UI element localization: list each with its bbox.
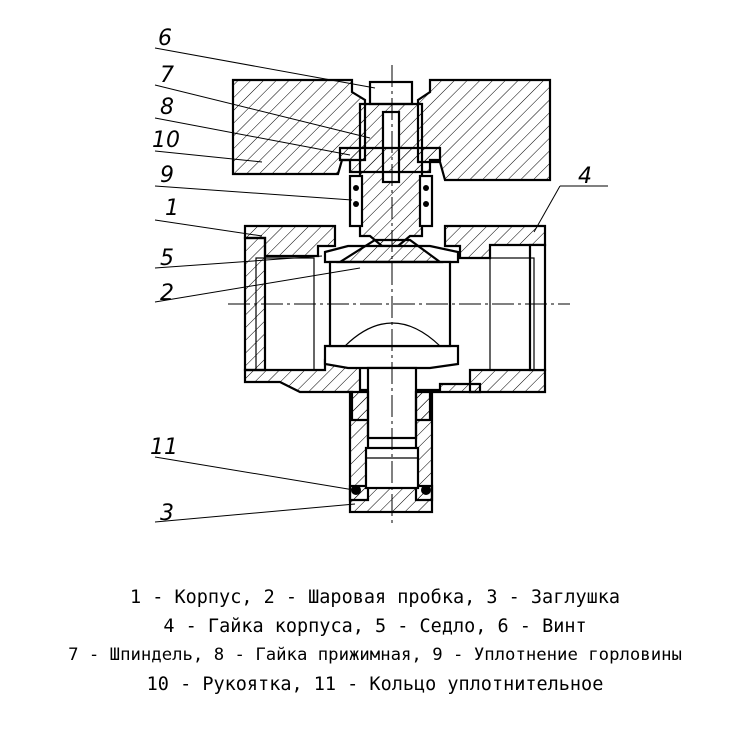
legend-line-1: 1 - Корпус, 2 - Шаровая пробка, 3 - Загл… bbox=[129, 587, 621, 608]
ball-plug-dome-top bbox=[336, 238, 444, 264]
o-ring-right bbox=[421, 485, 431, 495]
body-nut-right-wall bbox=[528, 243, 547, 372]
o-ring-left bbox=[351, 485, 361, 495]
callout-5: 5 bbox=[160, 246, 174, 271]
legend-line-2: 4 - Гайка корпуса, 5 - Седло, 6 - Винт bbox=[163, 616, 587, 637]
callout-9: 9 bbox=[160, 163, 174, 188]
left-thread-bore bbox=[255, 257, 315, 371]
callout-1: 1 bbox=[165, 196, 179, 221]
body-nut-lower bbox=[468, 368, 547, 394]
handle-part-right bbox=[416, 78, 552, 182]
callout-6: 6 bbox=[158, 26, 172, 51]
screw-head bbox=[368, 80, 414, 106]
legend-line-4: 10 - Рукоятка, 11 - Кольцо уплотнительно… bbox=[146, 674, 604, 695]
ball-plug-bore bbox=[328, 260, 452, 348]
callout-3: 3 bbox=[160, 501, 174, 526]
callout-10: 10 bbox=[152, 128, 180, 153]
legend-line-3: 7 - Шпиндель, 8 - Гайка прижимная, 9 - У… bbox=[68, 645, 682, 665]
callout-11: 11 bbox=[150, 435, 178, 460]
plug-cap bbox=[348, 484, 434, 514]
right-thread-bore bbox=[489, 257, 535, 371]
callout-2: 2 bbox=[160, 281, 174, 306]
callout-8: 8 bbox=[160, 95, 174, 120]
callout-7: 7 bbox=[160, 63, 174, 88]
callout-4: 4 bbox=[578, 164, 592, 189]
gland-nut bbox=[338, 146, 442, 174]
